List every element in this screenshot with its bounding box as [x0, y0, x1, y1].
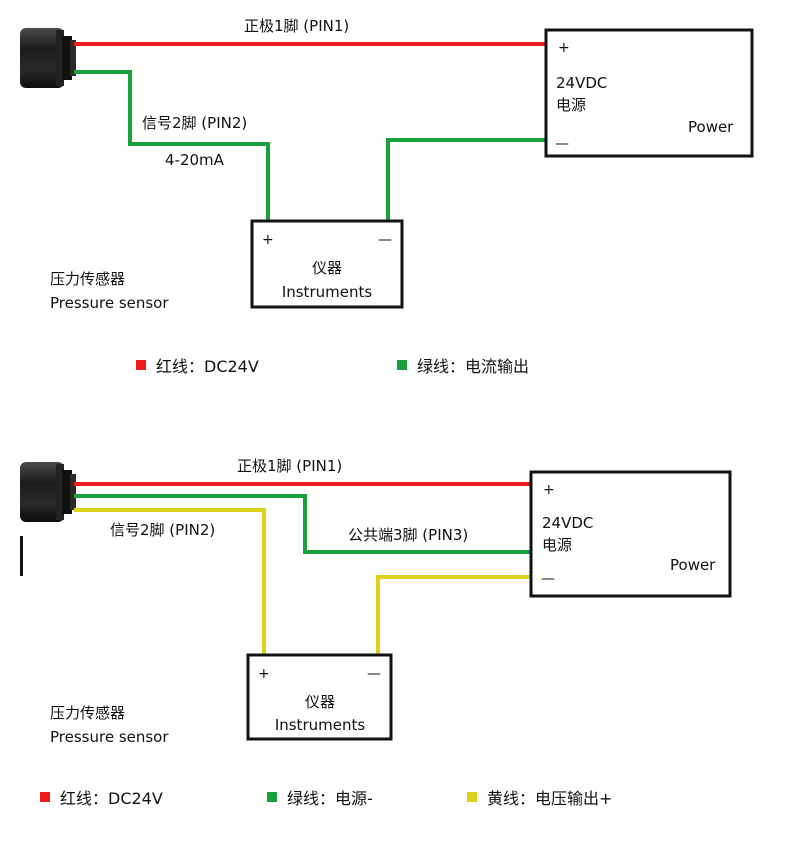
power-plus-1: + [558, 40, 570, 56]
yellow-swatch [467, 792, 477, 802]
legend-green-1: 绿线：电流输出 [397, 353, 529, 377]
power-plus-2: + [543, 482, 555, 498]
instrument-box-2 [246, 653, 393, 741]
inst-minus-2: — [367, 666, 381, 682]
legend-red-1: 红线：DC24V [136, 353, 259, 377]
power-minus-1: — [555, 136, 569, 152]
power-cn-2: 电源 [542, 536, 572, 554]
red-swatch [136, 360, 146, 370]
inst-cn-2: 仪器 [305, 693, 335, 711]
legend-yellow-2: 黄线：电压输出+ [467, 785, 612, 809]
power-box-2 [529, 470, 732, 598]
pin1-label-2: 正极1脚 (PIN1) [237, 457, 342, 475]
power-minus-2: — [541, 571, 555, 587]
instrument-box-1 [250, 219, 404, 309]
legend-text: 绿线：电源- [287, 789, 373, 808]
legend-red-2: 红线：DC24V [40, 785, 163, 809]
power-cn-1: 电源 [556, 96, 586, 114]
green-swatch [267, 792, 277, 802]
diagram-2: + 24VDC 电源 Power — + — 仪器 Instruments 正极… [20, 457, 732, 746]
green-swatch [397, 360, 407, 370]
sensor-connector-1 [20, 28, 76, 88]
red-swatch [40, 792, 50, 802]
pin3-label-2: 公共端3脚 (PIN3) [348, 526, 468, 544]
pin2-label-1: 信号2脚 (PIN2) [142, 114, 247, 132]
pin2-label-2: 信号2脚 (PIN2) [110, 521, 215, 539]
diagram-1: + 24VDC 电源 Power — + — 仪器 Instruments 正极… [20, 17, 754, 312]
sensor-en-2: Pressure sensor [50, 728, 169, 746]
power-voltage-1: 24VDC [556, 74, 607, 92]
sensor-cn-1: 压力传感器 [50, 270, 125, 288]
green-wire-return-1 [386, 138, 546, 220]
green-wire-pin3-2 [74, 494, 530, 554]
yellow-wire-pin2-2 [74, 508, 266, 655]
green-wire-pin2-1 [74, 70, 270, 220]
inst-en-1: Instruments [282, 283, 373, 301]
power-voltage-2: 24VDC [542, 514, 593, 532]
yellow-wire-return-2 [376, 575, 530, 655]
legend-green-2: 绿线：电源- [267, 785, 373, 809]
sensor-connector-2 [20, 462, 76, 576]
power-box-1 [544, 28, 754, 158]
inst-plus-2: + [258, 666, 270, 682]
legend-text: 黄线：电压输出+ [487, 789, 613, 808]
power-en-1: Power [688, 118, 734, 136]
sensor-en-1: Pressure sensor [50, 294, 169, 312]
inst-cn-1: 仪器 [312, 259, 342, 277]
legend-text: 绿线：电流输出 [417, 357, 530, 376]
inst-en-2: Instruments [275, 716, 366, 734]
current-label-1: 4-20mA [165, 151, 225, 169]
pin1-label-1: 正极1脚 (PIN1) [244, 17, 349, 35]
sensor-cn-2: 压力传感器 [50, 704, 125, 722]
power-en-2: Power [670, 556, 716, 574]
inst-minus-1: — [378, 232, 392, 248]
legend-text: 红线：DC24V [156, 357, 259, 376]
legend-text: 红线：DC24V [60, 789, 163, 808]
inst-plus-1: + [262, 232, 274, 248]
